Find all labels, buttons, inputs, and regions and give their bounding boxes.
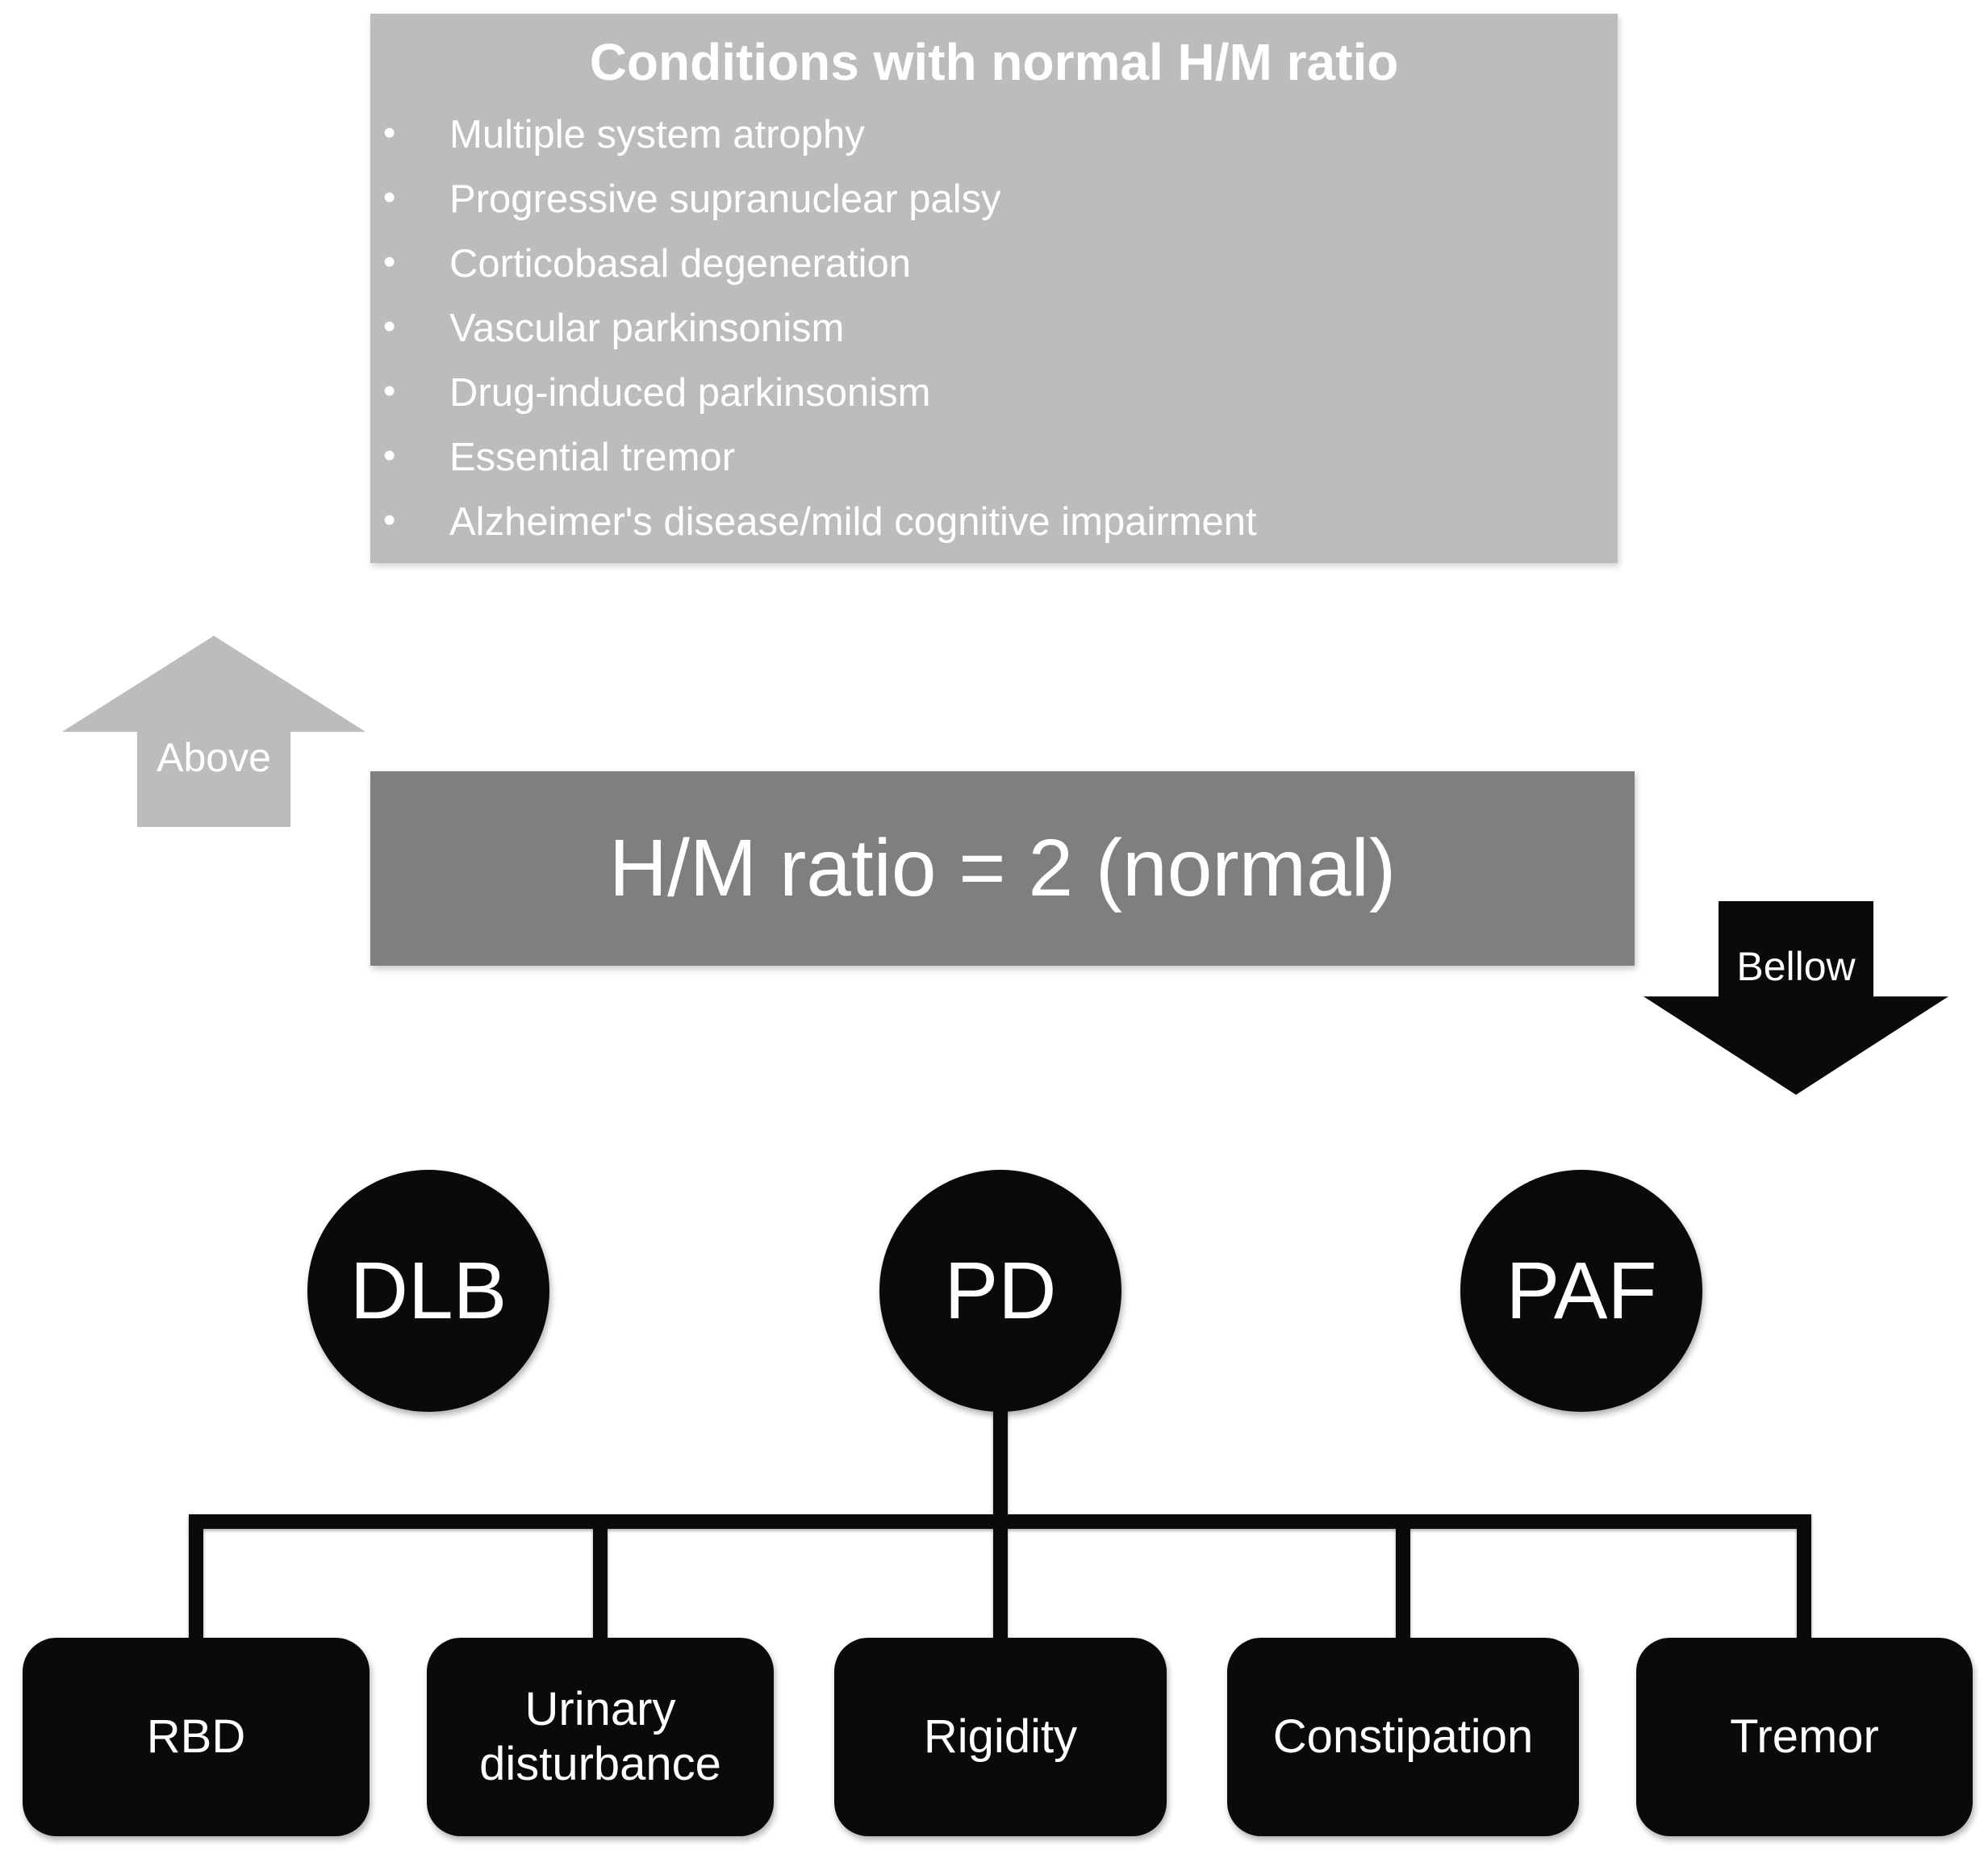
condition-item: • Corticobasal degeneration	[370, 232, 1618, 296]
node-dlb: DLB	[307, 1170, 549, 1412]
node-pd-label: PD	[944, 1245, 1057, 1336]
conditions-list: • Multiple system atrophy • Progressive …	[370, 102, 1618, 554]
connector-pd-stem	[993, 1405, 1008, 1515]
symptom-tremor-label: Tremor	[1730, 1710, 1879, 1763]
symptom-tremor: Tremor	[1636, 1638, 1973, 1836]
bullet-icon: •	[383, 177, 396, 218]
symptom-rigidity-label: Rigidity	[923, 1710, 1078, 1763]
symptom-rigidity: Rigidity	[834, 1638, 1167, 1836]
connector-drop-tremor	[1797, 1528, 1811, 1646]
symptom-rbd: RBD	[23, 1638, 370, 1836]
condition-label: Drug-induced parkinsonism	[449, 371, 931, 415]
bullet-icon: •	[383, 371, 396, 411]
condition-item: • Drug-induced parkinsonism	[370, 361, 1618, 425]
bullet-icon: •	[383, 242, 396, 282]
condition-label: Multiple system atrophy	[449, 113, 865, 157]
above-arrow-label: Above	[157, 735, 271, 780]
connector-drop-rbd	[189, 1528, 203, 1646]
symptom-constipation-label: Constipation	[1272, 1710, 1534, 1763]
condition-label: Alzheimer's disease/mild cognitive impai…	[449, 500, 1257, 544]
node-dlb-label: DLB	[349, 1245, 507, 1336]
bullet-icon: •	[383, 307, 396, 347]
hm-ratio-bar: H/M ratio = 2 (normal)	[370, 771, 1635, 966]
connector-horizontal	[189, 1514, 1811, 1529]
condition-label: Progressive supranuclear palsy	[449, 177, 1001, 221]
connector-drop-constipation	[1396, 1528, 1410, 1646]
bullet-icon: •	[383, 500, 396, 541]
bellow-arrow-icon: Bellow	[1643, 901, 1948, 1095]
condition-item: • Alzheimer's disease/mild cognitive imp…	[370, 490, 1618, 554]
symptom-rbd-label: RBD	[146, 1710, 246, 1763]
bullet-icon: •	[383, 436, 396, 476]
node-pd: PD	[879, 1170, 1121, 1412]
condition-item: • Multiple system atrophy	[370, 102, 1618, 167]
condition-label: Vascular parkinsonism	[449, 307, 845, 350]
conditions-title: Conditions with normal H/M ratio	[589, 33, 1399, 91]
conditions-box: Conditions with normal H/M ratio • Multi…	[370, 14, 1618, 563]
symptom-urinary-disturbance-label: Urinary disturbance	[479, 1682, 721, 1790]
condition-item: • Vascular parkinsonism	[370, 296, 1618, 361]
bullet-icon: •	[383, 113, 396, 153]
condition-label: Essential tremor	[449, 436, 736, 479]
connector-drop-rigidity	[993, 1528, 1008, 1646]
symptom-constipation: Constipation	[1227, 1638, 1579, 1836]
above-arrow-icon: Above	[62, 636, 365, 827]
symptom-urinary-disturbance: Urinary disturbance	[427, 1638, 774, 1836]
condition-label: Corticobasal degeneration	[449, 242, 912, 286]
connector-drop-urinary	[593, 1528, 608, 1646]
condition-item: • Progressive supranuclear palsy	[370, 167, 1618, 232]
hm-ratio-label: H/M ratio = 2 (normal)	[608, 823, 1397, 913]
node-paf: PAF	[1460, 1170, 1702, 1412]
node-paf-label: PAF	[1506, 1245, 1657, 1336]
bellow-arrow-label: Bellow	[1736, 944, 1856, 989]
condition-item: • Essential tremor	[370, 425, 1618, 490]
